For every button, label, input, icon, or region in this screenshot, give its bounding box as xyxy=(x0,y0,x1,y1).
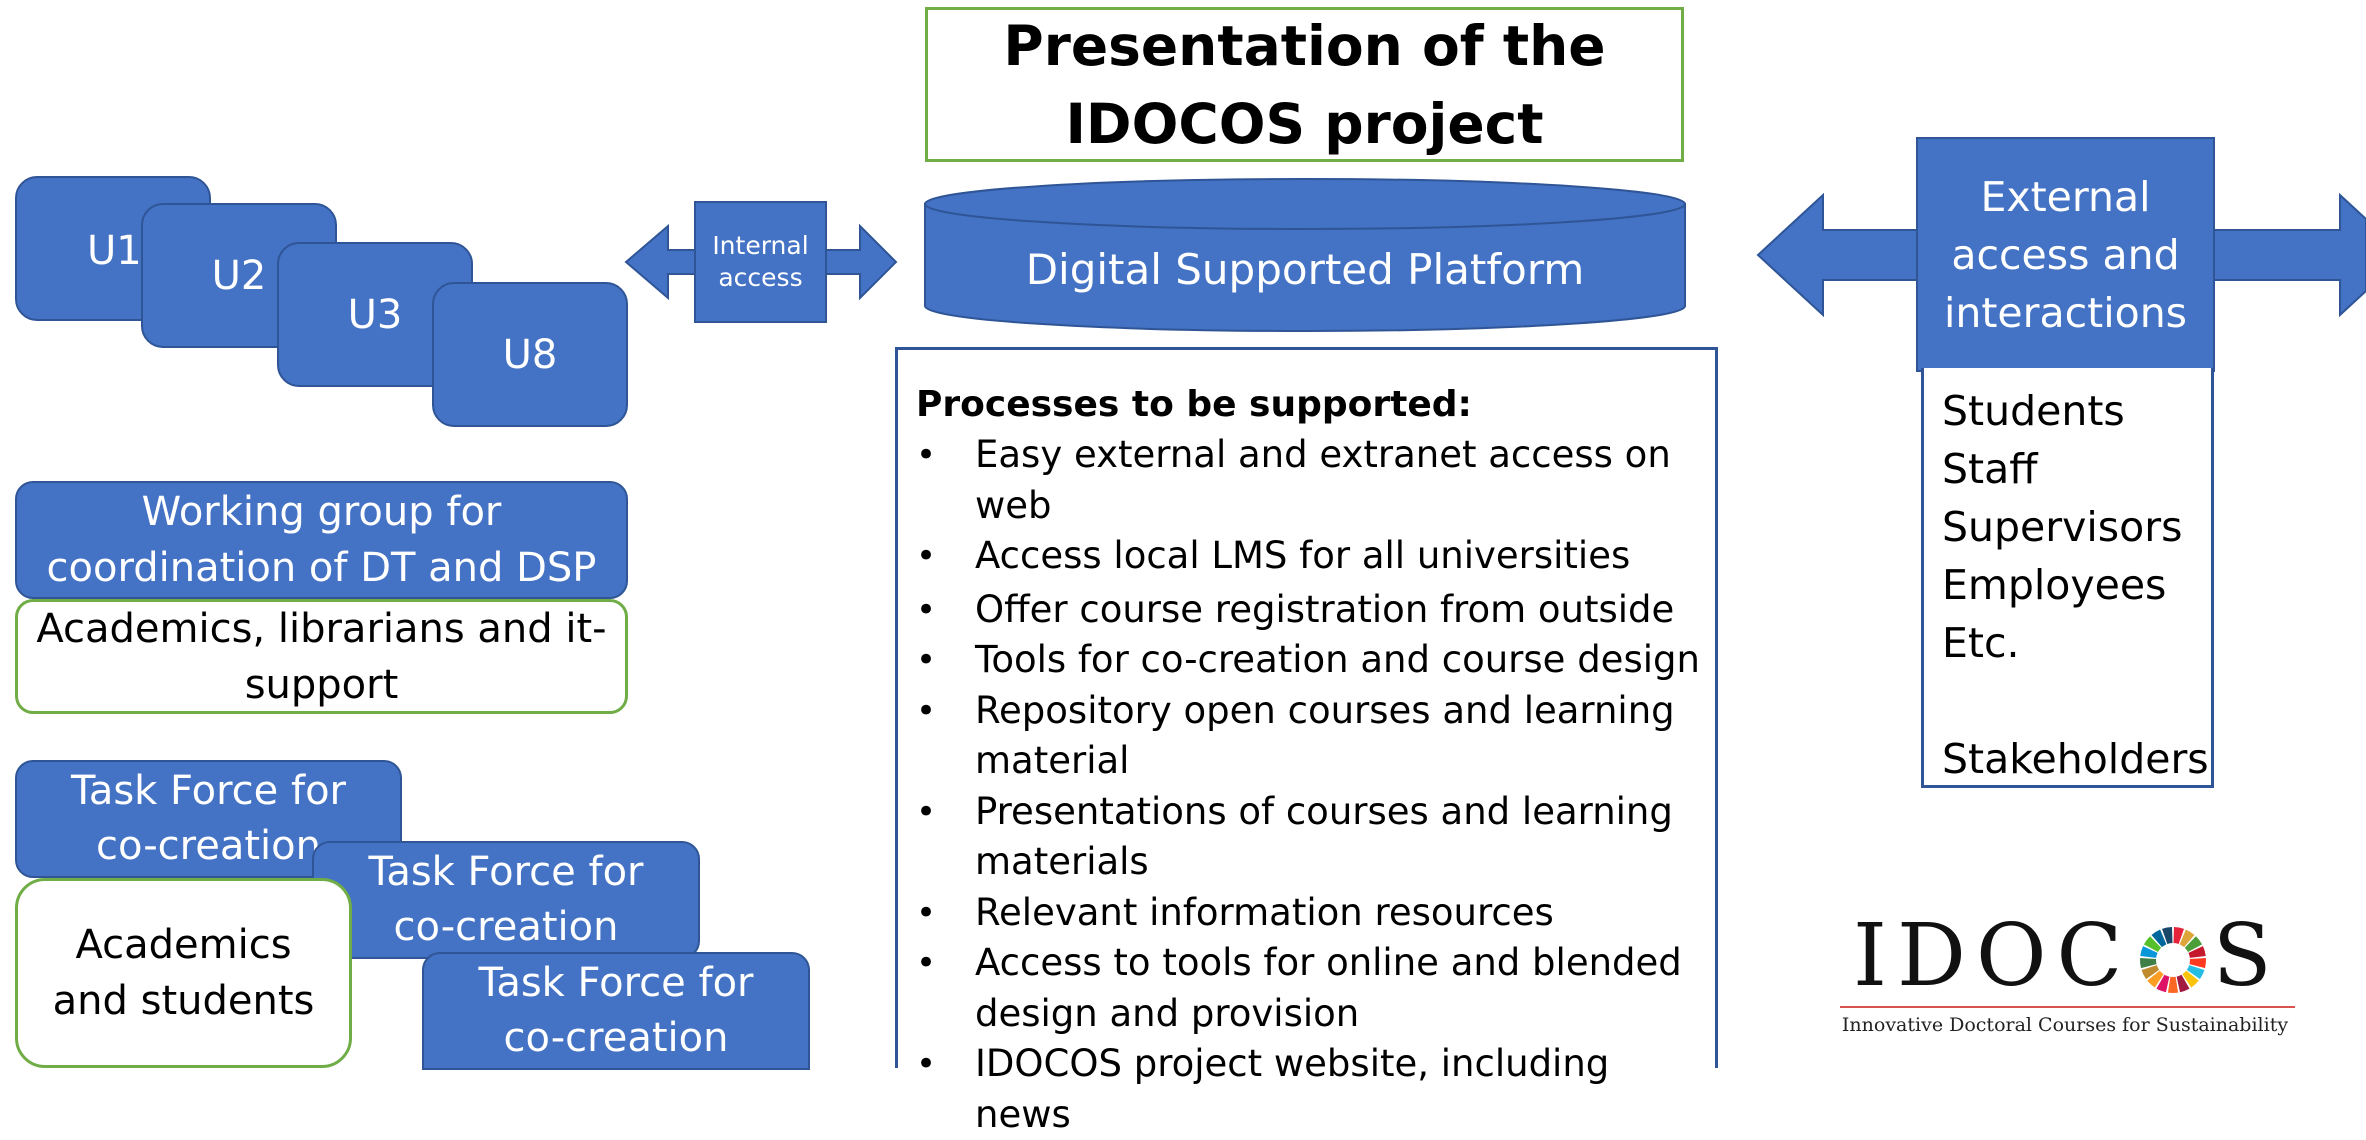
wheel-segment xyxy=(2179,929,2195,948)
sdg-wheel-icon xyxy=(2139,927,2206,994)
internal-access-label: Internal access xyxy=(712,231,809,292)
external-access-label: External access and interactions xyxy=(1943,173,2188,337)
list-item: Staff xyxy=(1942,445,2038,493)
wheel-segment xyxy=(2139,946,2158,958)
wheel-segment xyxy=(2186,965,2204,980)
wheel-segment xyxy=(2173,927,2184,944)
task-force-members-box: Academics and students xyxy=(15,878,352,1068)
logo-letter: O xyxy=(1975,906,2057,1006)
wheel-segment xyxy=(2155,974,2169,993)
wheel-segment xyxy=(2151,929,2166,948)
list-item: Access local LMS for all universities xyxy=(916,531,1715,582)
wheel-segment xyxy=(2181,970,2199,988)
logo-letter: C xyxy=(2056,906,2133,1006)
wheel-segment xyxy=(2141,965,2159,980)
list-item: Etc. xyxy=(1942,619,2020,667)
wheel-segment xyxy=(2167,976,2178,994)
list-item: Access to tools for online and blendedde… xyxy=(916,938,1715,1039)
list-item: Repository open courses and learningmate… xyxy=(916,686,1715,787)
wheel-segment xyxy=(2161,927,2173,944)
list-item: Offer course registration from outside xyxy=(916,585,1715,636)
list-item: Easy external and extranet access on web xyxy=(916,430,1715,531)
processes-box: Processes to be supported: Easy external… xyxy=(895,347,1718,1136)
university-box-u8: U8 xyxy=(432,282,628,427)
task-force-box-2: Task Force for co-creation xyxy=(312,841,700,959)
wheel-segment xyxy=(2143,936,2161,952)
logo-wordmark: IDOCOS xyxy=(1853,906,2273,1006)
wheel-segment xyxy=(2187,946,2206,958)
list-item: IDOCOS project website, including news xyxy=(916,1039,1715,1140)
wheel-segment xyxy=(2188,957,2206,969)
processes-heading: Processes to be supported: xyxy=(916,384,1472,425)
wheel-segment xyxy=(2139,957,2157,969)
list-item: Stakeholders xyxy=(1942,735,2209,783)
logo-letter: I xyxy=(1853,906,1897,1006)
page-title: Presentation of the IDOCOS project xyxy=(1003,13,1606,156)
idocos-logo: IDOCOS Innovative Doctoral Courses for S… xyxy=(1825,906,2305,1046)
wheel-segment xyxy=(2184,936,2202,952)
list-item: Presentations of courses and learningmat… xyxy=(916,787,1715,888)
task-force-box-1: Task Force for co-creation xyxy=(15,760,402,878)
list-item: Students xyxy=(1942,387,2125,435)
platform-label: Digital Supported Platform xyxy=(1025,244,1585,294)
logo-divider xyxy=(1840,1006,2295,1008)
logo-letter: D xyxy=(1896,906,1976,1006)
list-item: Supervisors xyxy=(1942,503,2183,551)
wheel-segment xyxy=(2146,970,2164,988)
logo-tagline: Innovative Doctoral Courses for Sustaina… xyxy=(1841,1014,2289,1036)
task-force-box-3: Task Force for co-creation xyxy=(422,952,810,1070)
list-item: Employees xyxy=(1942,561,2167,609)
list-item: Tools for co-creation and course design xyxy=(916,635,1715,686)
list-item: Relevant information resources xyxy=(916,888,1715,939)
wheel-segment xyxy=(2176,974,2190,993)
external-audiences-box: Students Staff Supervisors Employees Etc… xyxy=(1921,368,2214,788)
working-group-box: Working group for coordination of DT and… xyxy=(15,481,628,599)
list-item xyxy=(1942,672,2211,730)
title-box: Presentation of the IDOCOS project xyxy=(925,7,1684,162)
working-group-members-box: Academics, librarians and it- support xyxy=(15,599,628,714)
logo-letter: S xyxy=(2212,906,2282,1006)
process-list: Easy external and extranet access on web… xyxy=(916,430,1715,1140)
